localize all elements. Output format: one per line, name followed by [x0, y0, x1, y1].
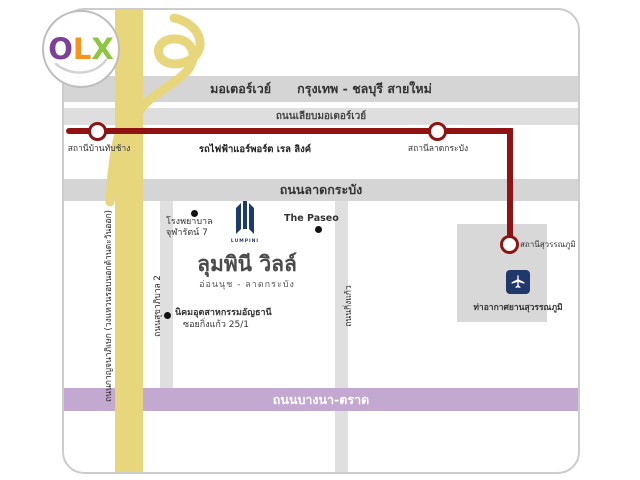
hospital-label-line2: จุฬารัตน์ 7: [166, 228, 208, 239]
lumpini-logo-emblem: [236, 201, 254, 234]
station-marker-suvarnabhumi: [500, 235, 519, 254]
road-label-outer-ring: ถนนกาญจนาภิเษก (วงแหวนรอบนอกด้านตะวันออก…: [104, 210, 114, 402]
olx-letter-l: L: [72, 32, 92, 66]
airport-rail-link-line-horizontal: [66, 128, 513, 134]
station-label-suvarnabhumi: สถานีสุวรรณภูมิ: [520, 240, 576, 249]
airport-rail-link-line-vertical: [507, 128, 513, 246]
road-sukhaphiban-2: [160, 201, 173, 388]
hospital-label-line1: โรงพยาบาล: [166, 217, 213, 227]
airport-rail-link-label: รถไฟฟ้าแอร์พอร์ต เรล ลิงค์: [198, 144, 312, 155]
airport-icon: [506, 270, 530, 294]
motorway-interchange-ramps: [104, 10, 274, 224]
station-label-ban-thap-chang: สถานีบ้านทับช้าง: [67, 144, 131, 154]
road-band-lat-krabang: ถนนลาดกระบัง: [64, 179, 578, 201]
gemopolis-label-line1: นิคมอุตสาหกรรมอัญธานี: [175, 308, 272, 318]
poi-dot-hospital: [191, 210, 198, 217]
poi-dot-paseo: [315, 226, 322, 233]
olx-letter-o: O: [48, 32, 73, 66]
project-title: ลุมพินี วิลล์: [197, 252, 297, 276]
road-band-bangna-trat: ถนนบางนา-ตราด: [64, 388, 578, 411]
paseo-label: The Paseo: [284, 213, 339, 224]
station-marker-ban-thap-chang: [88, 122, 107, 141]
project-subtitle: อ่อนนุช - ลาดกระบัง: [199, 280, 295, 290]
airport-label: ท่าอากาศยานสุวรรณภูมิ: [473, 303, 563, 313]
road-outer-ring: [115, 10, 143, 472]
hospital-label: โรงพยาบาล จุฬารัตน์ 7: [166, 217, 213, 240]
lumpini-logo-wordmark: LUMPINI: [230, 239, 260, 244]
gemopolis-label: นิคมอุตสาหกรรมอัญธานี ซอยกิ่งแก้ว 25/1: [175, 307, 272, 331]
poi-dot-gemopolis: [164, 312, 171, 319]
station-marker-lat-krabang: [428, 122, 447, 141]
lumpini-logo: LUMPINI: [229, 199, 261, 244]
road-label-king-kaew: ถนนกิ่งแก้ว: [344, 285, 354, 327]
olx-letter-x: X: [91, 32, 114, 66]
map-frame: มอเตอร์เวย์ กรุงเทพ - ชลบุรี สายใหม่ ถนน…: [62, 8, 580, 474]
gemopolis-label-line2: ซอยกิ่งแก้ว 25/1: [183, 320, 250, 331]
road-band-motorway-frontage: ถนนเลียบมอเตอร์เวย์: [64, 108, 578, 125]
station-label-lat-krabang: สถานีลาดกระบัง: [407, 144, 469, 154]
